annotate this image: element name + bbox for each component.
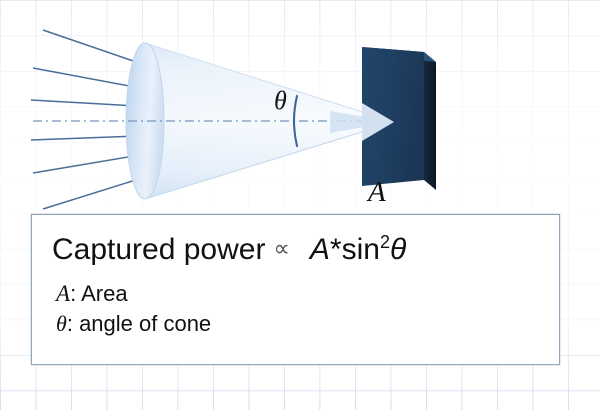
formula-rhs: A*sin2θ	[294, 233, 406, 266]
legend-description-a: Area	[81, 281, 128, 306]
target-plate	[362, 47, 436, 190]
proportional-symbol: ∝	[273, 235, 290, 261]
legend-separator-a: :	[70, 281, 77, 306]
formula-line: Captured power∝A*sin2θ	[52, 233, 406, 267]
ray-1	[42, 29, 142, 64]
caption-box: Captured power∝A*sin2θ A: Area θ: angle …	[31, 214, 560, 365]
formula-exponent: 2	[379, 232, 390, 252]
plate-area-label: A	[368, 176, 386, 208]
formula-variable-a: A	[309, 233, 330, 266]
legend-item-area: A: Area	[56, 281, 128, 307]
legend-item-angle: θ: angle of cone	[56, 311, 211, 337]
formula-angle: θ	[389, 233, 407, 266]
ray-3	[30, 99, 138, 106]
formula-operator: *	[329, 233, 342, 266]
ray-5	[32, 155, 140, 174]
legend-separator-theta: :	[66, 311, 73, 336]
legend-symbol-theta: θ	[56, 311, 67, 336]
ray-4	[30, 136, 138, 141]
formula-lhs: Captured power	[52, 233, 266, 266]
legend-description-theta: angle of cone	[79, 311, 212, 336]
theta-symbol-label: θ	[274, 86, 287, 115]
ray-2	[32, 67, 140, 88]
formula-function: sin	[341, 233, 380, 266]
ray-6	[42, 178, 142, 210]
theta-arc	[292, 94, 299, 148]
incoming-rays	[30, 29, 142, 210]
legend-symbol-a: A	[56, 281, 71, 306]
cone-tip-highlight	[330, 111, 394, 133]
cone-aperture	[125, 42, 165, 200]
